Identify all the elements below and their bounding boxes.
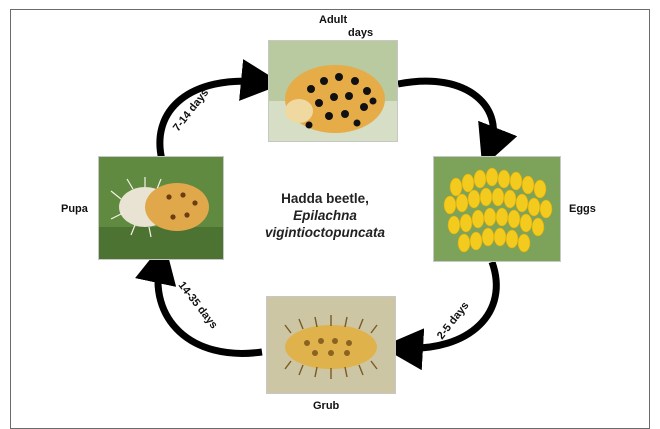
stage-label-adult-days: days	[348, 27, 373, 39]
pupa-image	[99, 157, 223, 259]
duration-label-14-35: 14-35 days	[176, 279, 220, 331]
eggs-photo	[433, 156, 561, 262]
stage-label-grub: Grub	[313, 400, 339, 412]
pupa-photo	[98, 156, 224, 260]
stage-label-eggs: Eggs	[569, 203, 596, 215]
arrow-grub-to-pupa	[158, 262, 262, 353]
grub-photo	[266, 296, 396, 394]
adult-beetle-image	[269, 41, 397, 141]
stage-label-pupa: Pupa	[61, 203, 88, 215]
stage-label-adult: Adult	[319, 14, 347, 26]
species-title: Hadda beetle, Epilachna vigintioctopunca…	[250, 190, 400, 241]
grub-image	[267, 297, 395, 393]
adult-beetle-photo	[268, 40, 398, 142]
species-epithet: vigintioctopuncata	[250, 224, 400, 241]
arrow-adult-to-eggs	[398, 81, 493, 148]
species-genus: Epilachna	[250, 207, 400, 224]
eggs-image	[434, 157, 560, 261]
species-common-name: Hadda beetle,	[250, 190, 400, 207]
